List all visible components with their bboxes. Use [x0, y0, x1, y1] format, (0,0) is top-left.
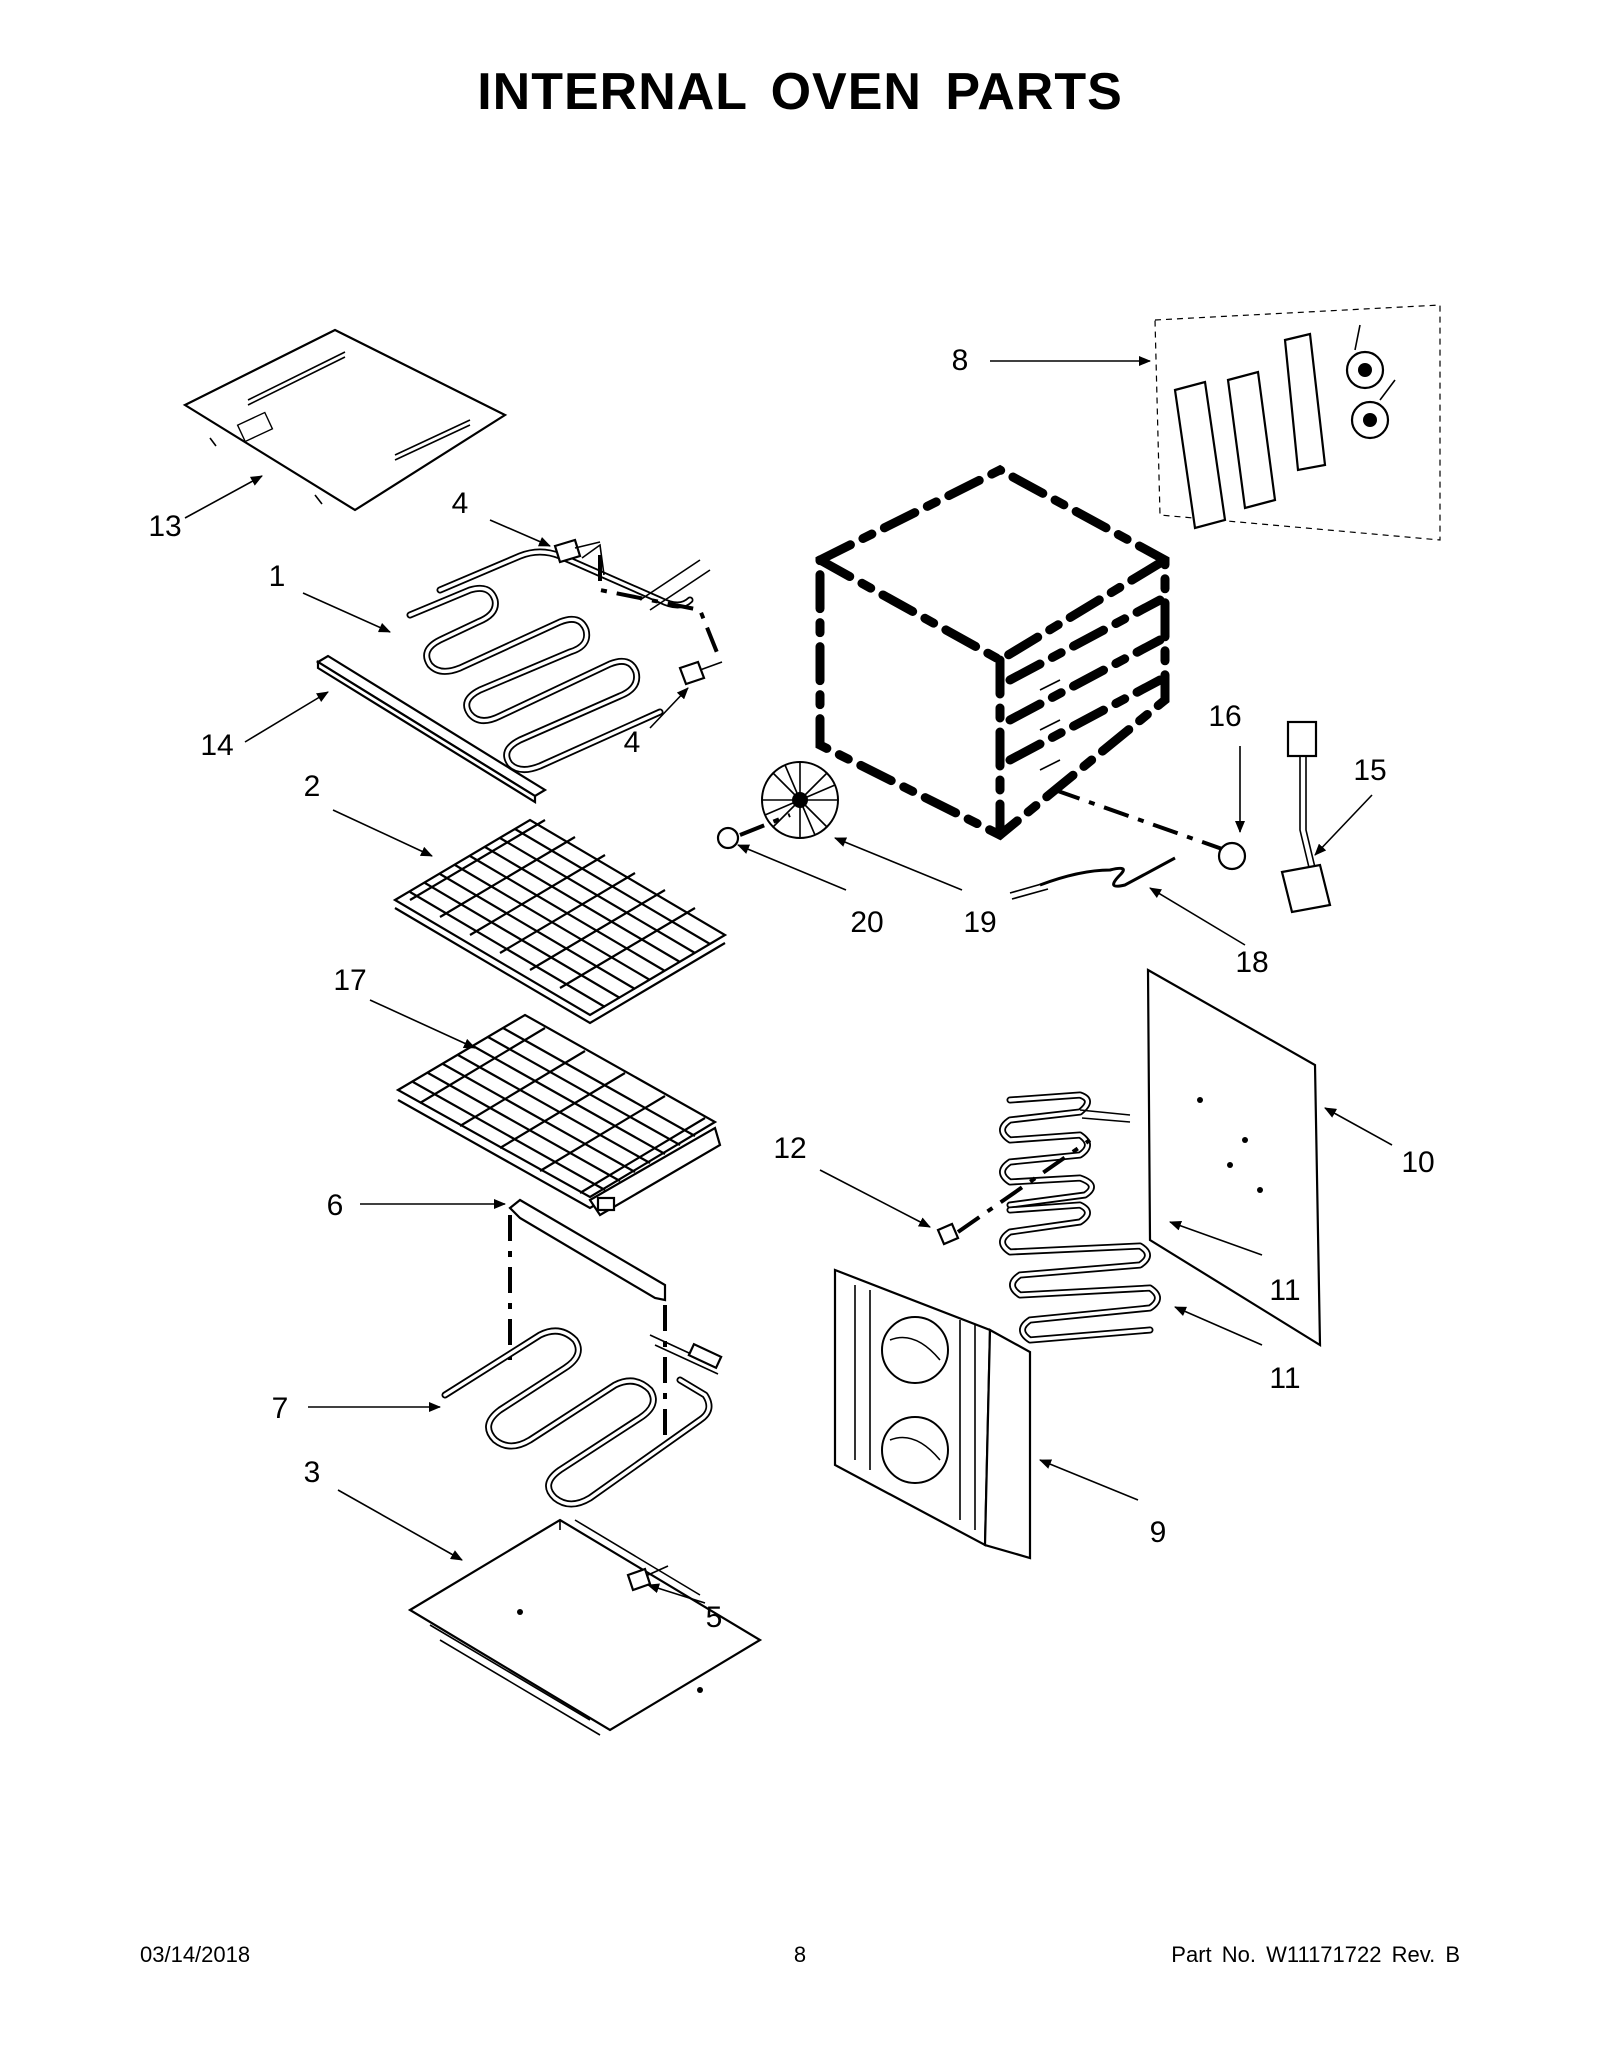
callout-leader-lines: [184, 356, 1393, 1604]
footer-page-number: 8: [793, 1942, 807, 1967]
callout-8: 8: [952, 344, 969, 377]
callout-4-upper: 4: [452, 487, 469, 520]
part-3-bottom-panel: [407, 1518, 763, 1736]
page-title: INTERNAL OVEN PARTS: [477, 63, 1123, 121]
callout-16: 16: [1208, 700, 1241, 733]
callout-18: 18: [1235, 946, 1268, 979]
part-8-control-board-kit: [1154, 304, 1441, 541]
part-18-temperature-sensor: [1009, 856, 1176, 900]
part-13-top-panel: [182, 328, 508, 512]
oven-cavity-outline: [815, 464, 1170, 841]
callout-6: 6: [327, 1189, 344, 1222]
part-7-bake-element: [441, 1215, 723, 1508]
part-9-convection-fan-housing: [833, 1268, 1032, 1560]
callout-7: 7: [272, 1392, 289, 1425]
footer-part-number: Part No. W11171722 Rev. B: [1171, 1942, 1460, 1967]
part-11-convection-element-lower: [999, 1201, 1161, 1344]
callout-10: 10: [1401, 1146, 1434, 1179]
callout-19: 19: [963, 906, 996, 939]
callout-13: 13: [148, 510, 181, 543]
footer-date: 03/14/2018: [140, 1942, 251, 1967]
part-16-fan-motor-nut: [1054, 788, 1247, 871]
callout-20: 20: [850, 906, 883, 939]
part-2-oven-rack: [392, 818, 728, 1025]
part-19-convection-fan-blade: [761, 761, 839, 839]
part-14-trim-strip: [315, 654, 548, 804]
callout-11-lower: 11: [1269, 1362, 1300, 1395]
part-6-element-shield: [508, 1198, 667, 1302]
callout-5: 5: [706, 1601, 723, 1634]
callout-1: 1: [269, 560, 286, 593]
callout-12: 12: [773, 1132, 806, 1165]
part-4-screw-lower: [678, 660, 723, 686]
part-12-screw: [936, 1138, 1092, 1246]
callout-17: 17: [333, 964, 366, 997]
part-11-convection-element-upper: [999, 1091, 1131, 1209]
part-15-motor-assembly: [1280, 720, 1332, 914]
part-4-screw-upper: [553, 538, 601, 564]
callout-15: 15: [1353, 754, 1386, 787]
callout-4-lower: 4: [624, 726, 641, 759]
part-10-rear-panel: [1146, 968, 1322, 1347]
part-20-fan-nut: [716, 813, 791, 850]
callout-9: 9: [1150, 1516, 1167, 1549]
callout-11-upper: 11: [1269, 1274, 1300, 1307]
callout-3: 3: [304, 1456, 321, 1489]
part-17-rollout-rack: [395, 1013, 722, 1217]
callout-2: 2: [304, 770, 321, 803]
callout-14: 14: [200, 729, 233, 762]
